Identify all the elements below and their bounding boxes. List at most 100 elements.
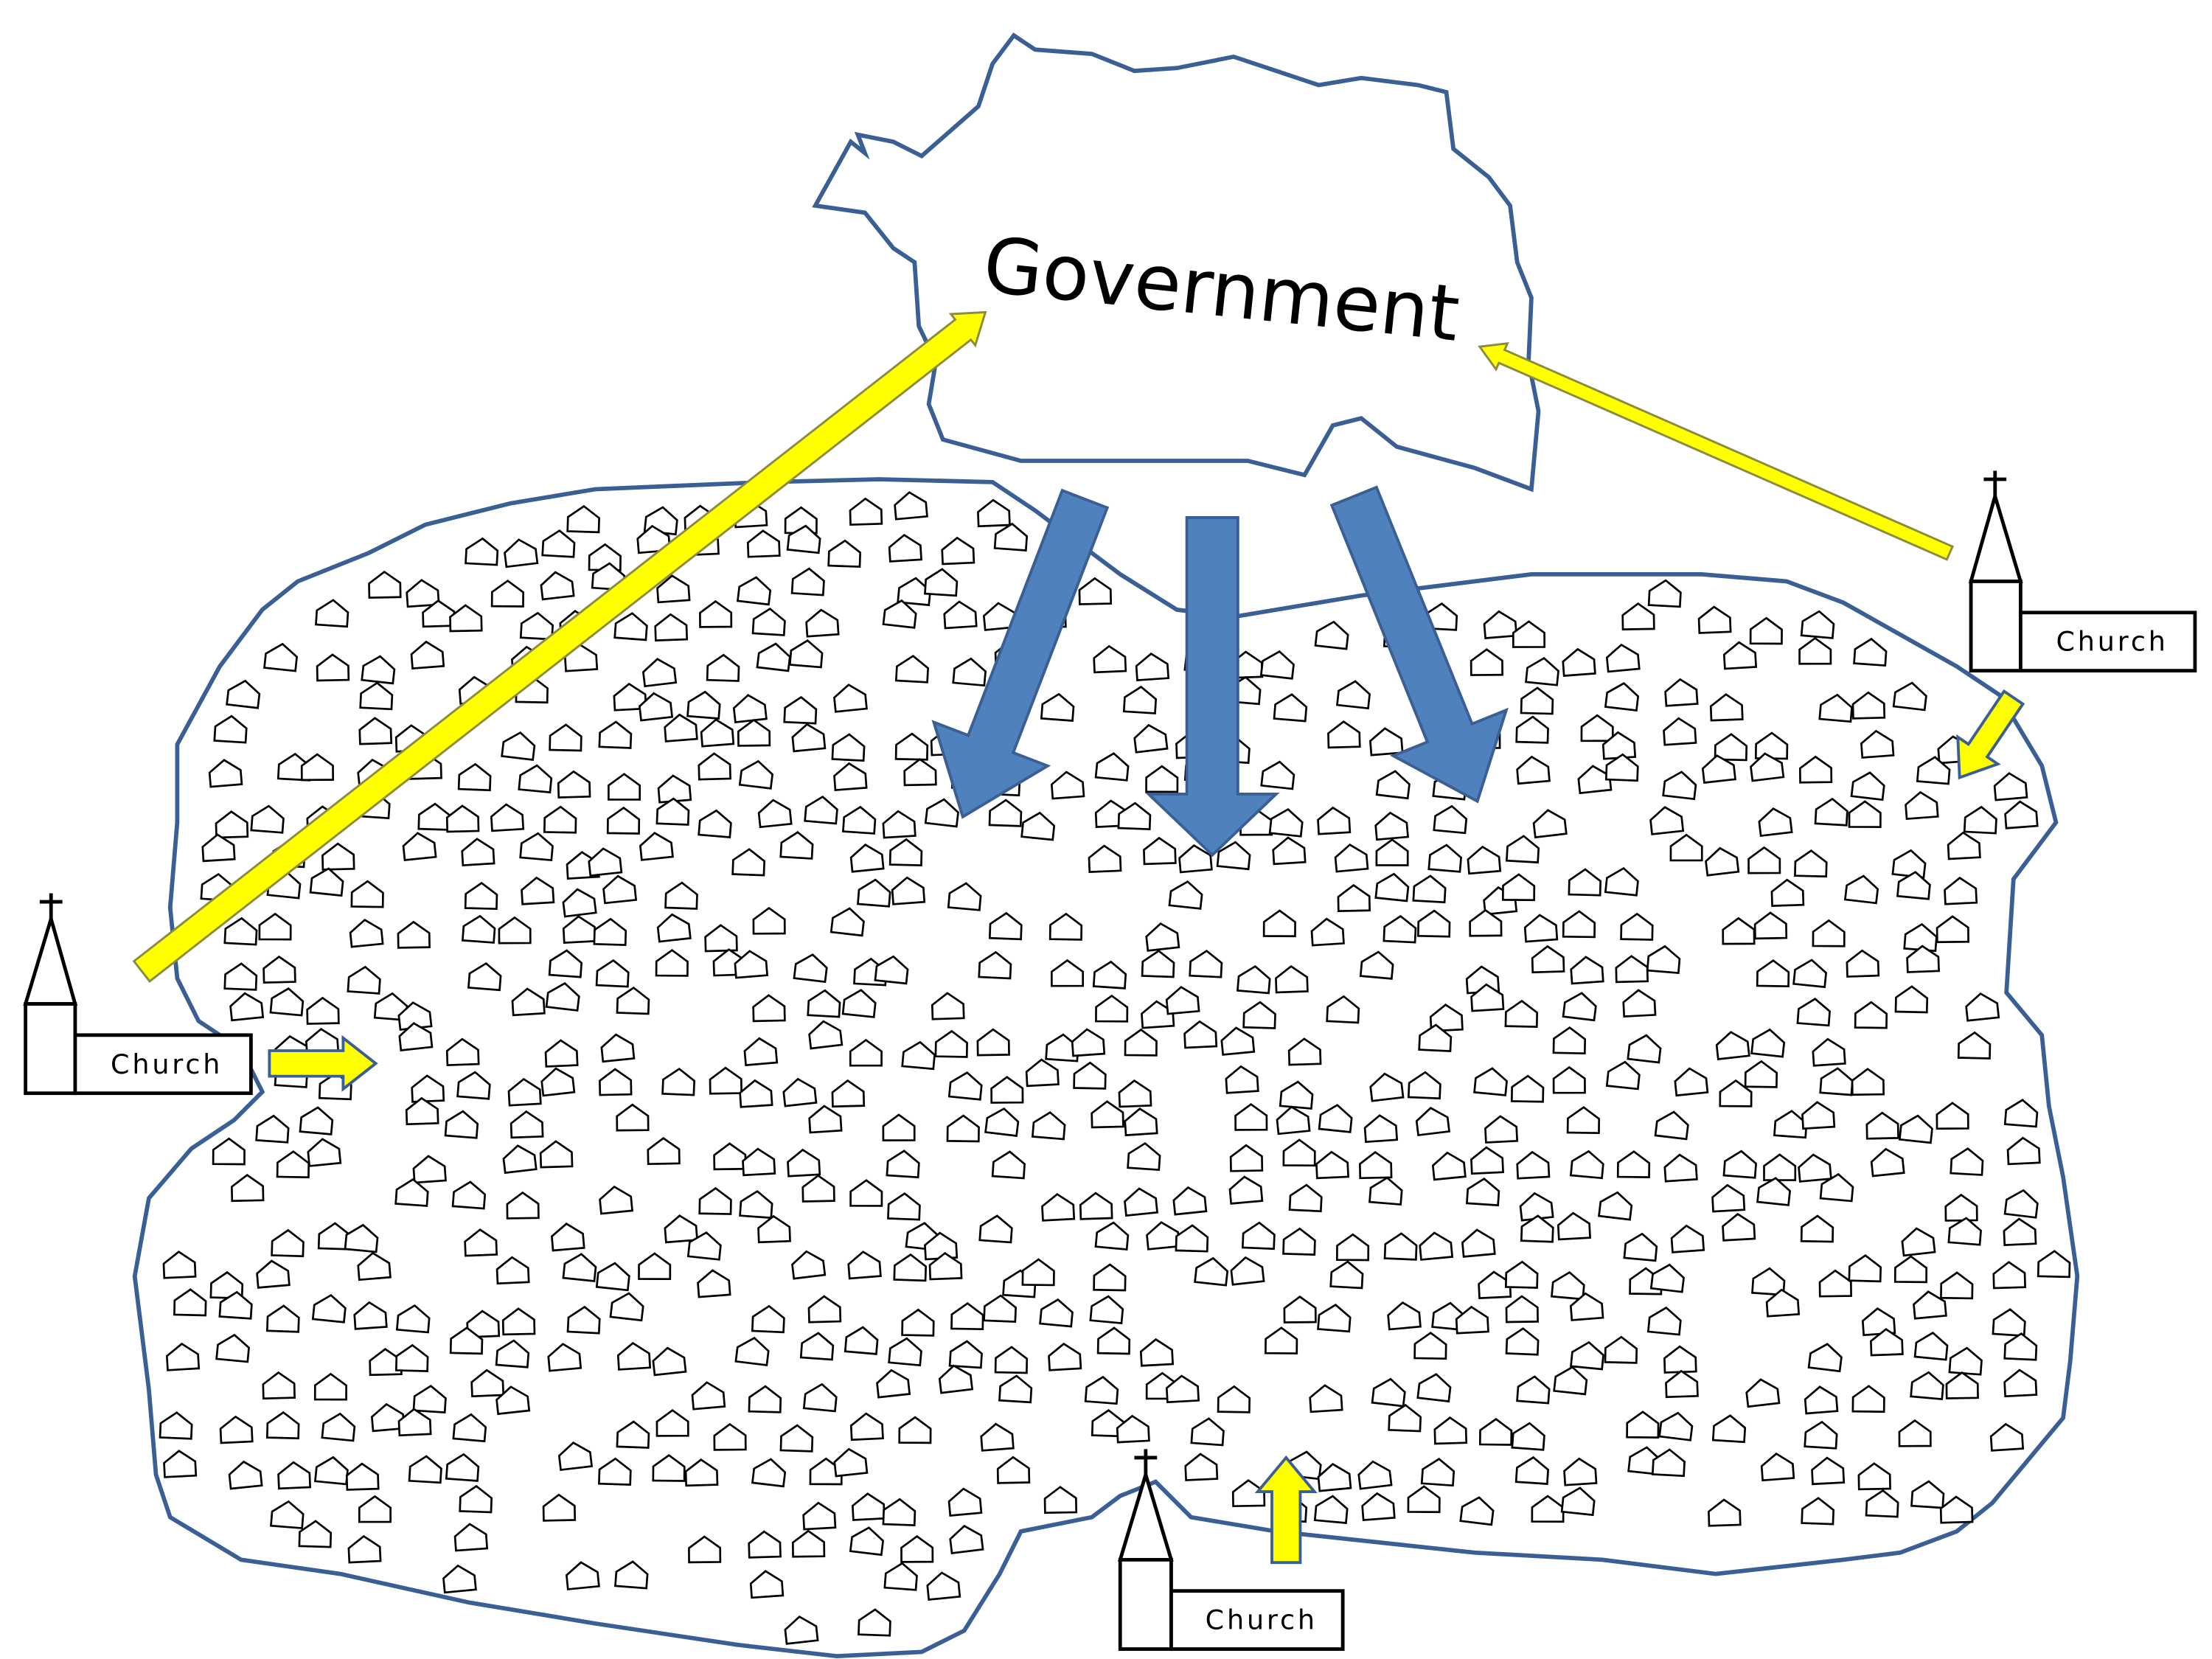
- house-icon: [996, 1455, 1031, 1484]
- house-icon: [938, 1364, 974, 1394]
- house-icon: [1800, 1214, 1834, 1243]
- house-icon: [1701, 754, 1736, 784]
- house-icon: [793, 953, 828, 984]
- house-icon: [1220, 1026, 1256, 1056]
- house-icon: [548, 949, 583, 978]
- house-icon: [844, 1326, 879, 1355]
- house-icon: [849, 1412, 884, 1441]
- house-icon: [1514, 1455, 1550, 1485]
- house-icon: [1369, 1072, 1405, 1102]
- house-icon: [588, 847, 623, 877]
- house-icon: [783, 695, 818, 725]
- house-icon: [453, 1523, 489, 1552]
- house-icon: [1361, 1492, 1396, 1522]
- house-icon: [444, 1110, 479, 1139]
- house-icon: [461, 914, 496, 944]
- house-icon: [608, 773, 641, 801]
- house-icon: [1124, 1028, 1158, 1057]
- house-icon: [664, 881, 698, 910]
- house-icon: [1260, 760, 1295, 790]
- house-icon: [1562, 910, 1596, 939]
- house-icon: [757, 799, 793, 829]
- house-icon: [782, 1077, 818, 1107]
- house-icon: [1798, 636, 1832, 665]
- house-icon: [498, 916, 532, 945]
- house-icon: [1662, 771, 1697, 801]
- house-icon: [442, 1564, 477, 1594]
- house-icon: [698, 752, 731, 781]
- house-icon: [1563, 1457, 1598, 1486]
- house-icon: [408, 1455, 442, 1484]
- house-icon: [743, 1037, 779, 1067]
- house-icon: [541, 529, 576, 558]
- house-icon: [361, 655, 396, 685]
- house-icon: [412, 1155, 447, 1184]
- house-icon: [1709, 693, 1744, 722]
- house-icon: [858, 1608, 891, 1637]
- house-icon: [218, 1290, 253, 1320]
- house-icon: [1804, 1420, 1838, 1450]
- house-icon: [1851, 691, 1886, 720]
- church-left: Church: [23, 893, 253, 1096]
- house-icon: [898, 1416, 932, 1444]
- house-icon: [1758, 807, 1793, 838]
- house-icon: [655, 948, 689, 977]
- house-icon: [1369, 727, 1404, 757]
- house-icon: [411, 1074, 445, 1103]
- house-icon: [656, 913, 692, 943]
- house-icon: [1598, 1191, 1633, 1221]
- house-icon: [700, 718, 735, 748]
- house-icon: [344, 1223, 379, 1253]
- house-icon: [801, 1174, 835, 1203]
- house-icon: [566, 504, 600, 534]
- house-icon: [1627, 1034, 1662, 1064]
- house-icon: [1470, 1146, 1504, 1175]
- house-icon: [519, 832, 554, 862]
- yellow-arrow-bottom-church-to-community: [1254, 1455, 1318, 1565]
- house-icon: [405, 1096, 439, 1126]
- house-icon: [887, 1192, 921, 1221]
- house-icon: [1230, 1256, 1265, 1286]
- house-icon: [1317, 806, 1352, 835]
- house-icon: [518, 764, 553, 794]
- house-icon: [347, 1534, 382, 1564]
- house-icon: [2003, 1217, 2037, 1247]
- house-icon: [1715, 1031, 1750, 1060]
- house-icon: [1898, 1114, 1933, 1144]
- house-icon: [1896, 871, 1931, 900]
- house-icon: [1865, 1489, 1899, 1518]
- house-icon: [1843, 874, 1879, 905]
- house-icon: [1095, 994, 1129, 1023]
- house-icon: [353, 1301, 388, 1330]
- house-icon: [495, 1256, 530, 1285]
- house-icon: [737, 718, 771, 747]
- house-icon: [1234, 1103, 1268, 1131]
- blue-arrow-left: [931, 488, 1110, 819]
- house-icon: [784, 1615, 819, 1645]
- house-icon: [1418, 1023, 1453, 1053]
- house-icon: [316, 653, 350, 682]
- house-icon: [831, 733, 866, 762]
- house-icon: [1094, 1221, 1130, 1251]
- house-icon: [1910, 1480, 1945, 1509]
- house-icon: [1857, 1462, 1891, 1491]
- house-icon: [1569, 1150, 1604, 1180]
- house-icon: [1770, 878, 1805, 907]
- house-icon: [779, 831, 814, 860]
- house-icon: [542, 1493, 577, 1522]
- house-icon: [1939, 1495, 1974, 1524]
- house-icon: [739, 1189, 773, 1220]
- house-icon: [924, 568, 959, 597]
- house-icon: [1905, 790, 1939, 821]
- house-icon: [805, 608, 840, 638]
- house-icon: [791, 723, 827, 753]
- house-icon: [1913, 1290, 1947, 1320]
- house-icon: [1168, 880, 1203, 910]
- house-icon: [1722, 917, 1756, 945]
- house-icon: [461, 838, 495, 866]
- house-icon: [271, 1228, 305, 1258]
- house-icon: [201, 833, 236, 863]
- house-icon: [1604, 682, 1640, 712]
- house-icon: [1096, 1326, 1131, 1355]
- house-icon: [1531, 945, 1565, 974]
